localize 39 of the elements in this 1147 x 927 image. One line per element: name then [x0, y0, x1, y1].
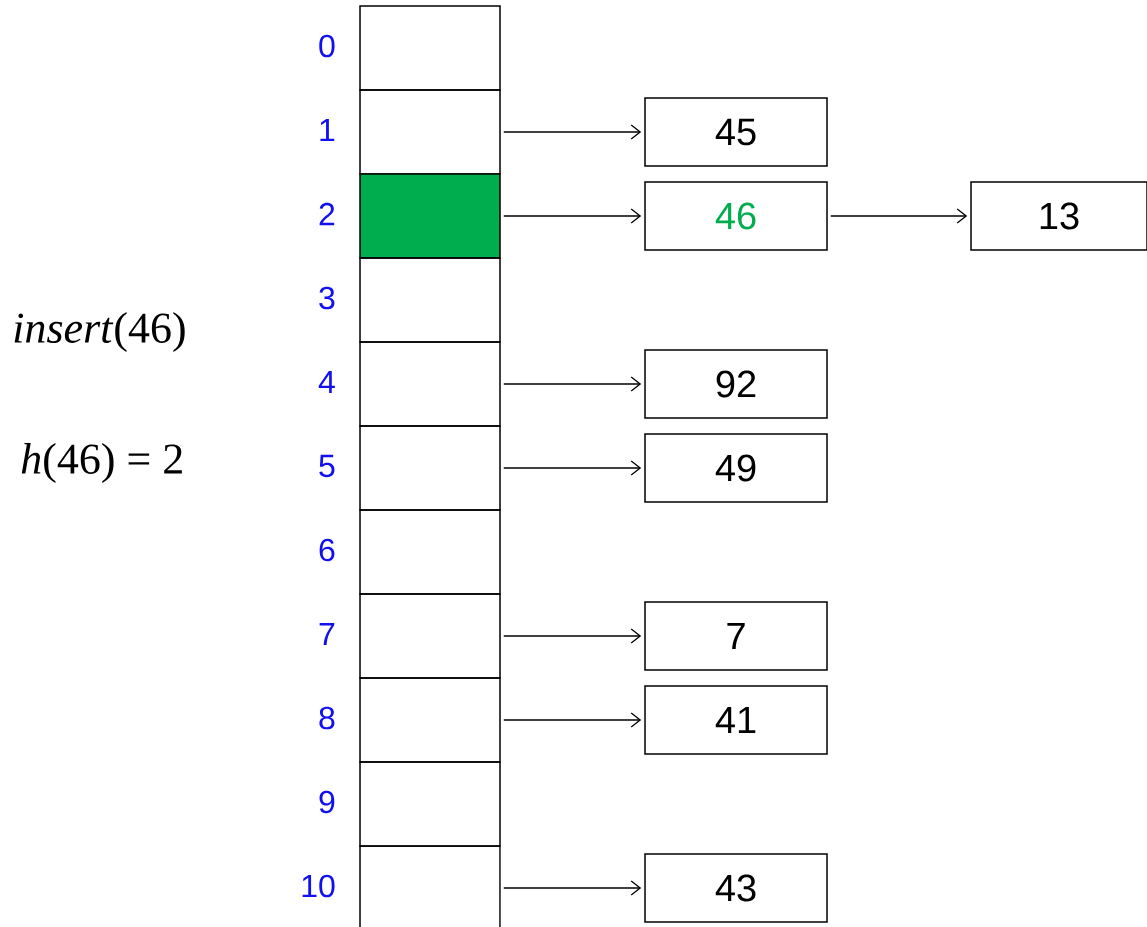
index-number: 8 — [319, 706, 335, 730]
table-cell — [359, 173, 501, 259]
arrow — [503, 712, 642, 728]
index-number: 3 — [319, 286, 335, 310]
index-number: 5 — [319, 454, 335, 478]
index-number: 1 — [320, 119, 335, 141]
arrow — [830, 208, 968, 224]
formula-text: insert(46) — [14, 312, 185, 352]
formula-text: h(46) = 2 — [21, 443, 182, 483]
table-cell — [359, 341, 501, 427]
arrow — [503, 460, 642, 476]
table-cell — [359, 761, 501, 847]
list-node: 41 — [644, 685, 828, 755]
list-node: 92 — [644, 349, 828, 419]
list-node: 7 — [644, 601, 828, 671]
list-node: 46 — [644, 181, 828, 251]
table-cell — [359, 593, 501, 679]
arrow — [503, 124, 642, 140]
index-number: 9 — [319, 790, 335, 814]
arrow — [503, 880, 642, 896]
index-number: 2 — [319, 202, 335, 226]
index-number: 10 — [302, 874, 335, 898]
list-node: 49 — [644, 433, 828, 503]
table-cell — [359, 845, 501, 927]
arrow — [503, 628, 642, 644]
index-number: 0 — [319, 34, 335, 58]
table-cell — [359, 677, 501, 763]
table-cell — [359, 257, 501, 343]
table-cell — [359, 5, 501, 91]
index-number: 6 — [319, 538, 335, 562]
list-node: 43 — [644, 853, 828, 923]
table-cell — [359, 425, 501, 511]
list-node: 45 — [644, 97, 828, 167]
arrow — [503, 376, 642, 392]
index-number: 7 — [319, 623, 335, 645]
arrow — [503, 208, 642, 224]
index-number: 4 — [318, 371, 335, 393]
list-node: 13 — [970, 181, 1147, 251]
table-cell — [359, 509, 501, 595]
